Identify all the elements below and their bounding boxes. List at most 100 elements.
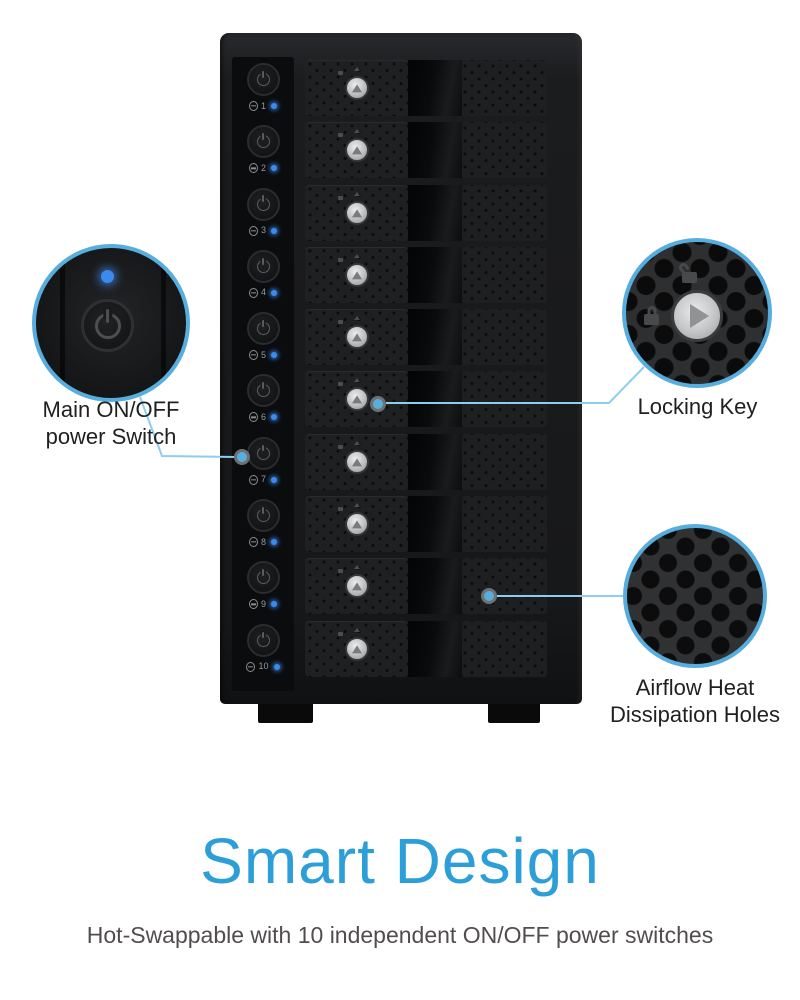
status-led-dot [271,539,277,546]
bay-power-button [246,312,280,346]
bay-number: 3 [260,225,266,236]
tray-grille [462,309,547,366]
eject-triangle-icon [354,440,360,445]
hdd-icon [248,474,258,485]
bay-power-unit: 4 [232,247,294,309]
tray-handle-recess [408,558,462,615]
label-line: Main ON/OFF [42,397,180,422]
callout-circle-locking-key [622,238,772,388]
power-icon [256,571,270,585]
bay-power-unit: 2 [232,122,294,184]
tray-grille [462,433,547,490]
tray-grille [462,60,547,116]
bay-number: 1 [260,100,266,111]
tray-lock-knob [345,325,369,350]
lock-closed-icon [338,71,343,75]
drive-tray [305,184,547,241]
bay-power-button [246,374,280,408]
tray-lock-knob-zoom [671,290,723,342]
eject-triangle-icon [354,627,360,632]
tray-handle-recess [408,184,462,241]
drive-tray [305,246,547,303]
hdd-icon [248,225,258,236]
hdd-icon [248,101,258,111]
bay-power-unit: 3 [232,185,294,247]
lock-closed-icon [644,314,659,325]
tray-lock-knob [345,449,369,474]
tray-handle-recess [408,620,462,677]
power-icon [256,197,270,211]
drive-tray [305,309,547,366]
bay-status-label: 10 [246,661,280,672]
power-icon [256,384,270,398]
tray-lock-knob [345,636,369,661]
bay-status-label: 2 [248,163,277,174]
lock-closed-icon [338,320,343,325]
power-switch-column: 1 2 [232,57,294,691]
lock-closed-icon [338,257,343,262]
lock-closed-icon [338,382,343,387]
bay-power-unit: 10 [232,621,294,683]
bay-status-label: 5 [248,349,277,361]
bay-power-button [246,249,280,283]
status-led-dot [271,103,277,109]
bay-power-unit: 7 [232,434,294,496]
bay-status-label: 8 [248,537,277,548]
bay-number: 4 [260,287,266,298]
power-icon [256,259,270,273]
main-power-button [81,299,134,352]
bay-power-button [246,499,280,533]
hdd-icon [248,287,258,298]
label-airflow-holes: Airflow Heat Dissipation Holes [595,674,795,728]
page-title: Smart Design [200,825,600,897]
tray-lock-knob [345,574,369,599]
tray-grille [462,558,547,615]
bay-number: 7 [260,474,266,485]
label-line: Dissipation Holes [610,702,780,727]
bay-status-label: 3 [248,225,277,236]
status-led-dot [271,414,277,421]
bay-power-button [246,187,280,221]
eject-triangle-icon [354,253,360,258]
bay-power-button [246,623,280,657]
eject-triangle-icon [354,503,360,508]
drive-tray [305,620,547,677]
bay-power-button [246,63,280,96]
power-icon [94,312,121,339]
tray-handle-recess [408,309,462,366]
lock-closed-icon [338,195,343,200]
label-main-power-switch: Main ON/OFF power Switch [8,396,214,450]
bay-status-label: 4 [248,287,277,298]
bay-number: 6 [260,411,266,422]
tray-grille [462,371,547,428]
tray-grille [462,496,547,553]
bay-power-unit: 8 [232,496,294,558]
tray-grille [462,620,547,677]
label-line: Airflow Heat [635,675,755,700]
tray-handle-recess [408,246,462,303]
status-led-dot [271,352,277,359]
status-led-dot [271,165,277,172]
tray-lock-knob [345,138,369,163]
tray-lock-knob [345,200,369,225]
status-led-dot [271,476,277,483]
power-icon [256,446,270,460]
bay-power-unit: 5 [232,309,294,371]
power-icon [256,509,270,523]
bay-number: 9 [260,598,266,609]
drive-tray [305,433,547,490]
status-led-dot [273,663,280,670]
bay-status-label: 9 [248,598,277,610]
status-led-dot [271,601,277,608]
tray-handle-recess [408,60,462,116]
eject-triangle-icon [354,316,360,321]
drive-tray [305,60,547,116]
power-icon [256,322,270,336]
bay-power-button [246,436,280,470]
tray-lock-knob [345,387,369,412]
bay-number: 5 [260,349,266,360]
tray-handle-recess [408,433,462,490]
lock-closed-icon [338,569,343,574]
tray-grille [462,122,547,179]
